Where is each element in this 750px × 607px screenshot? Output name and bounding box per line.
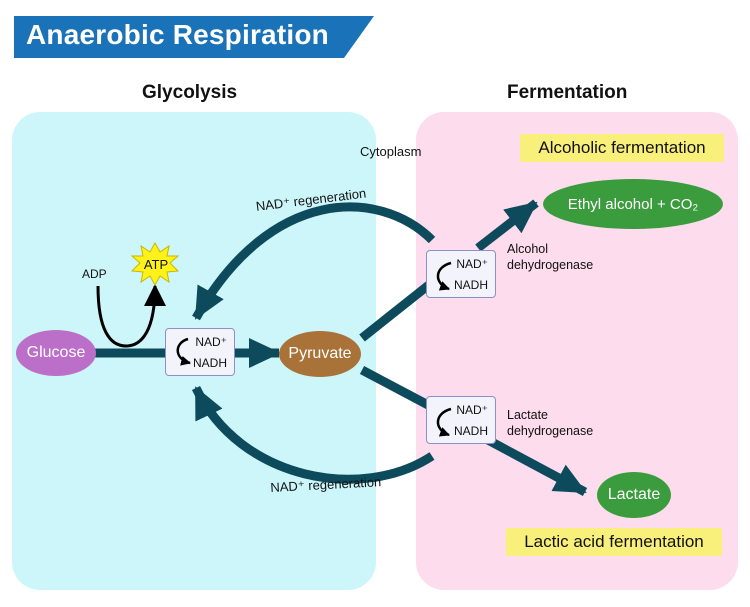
- glucose-node: Glucose: [16, 330, 96, 376]
- alcohol-dehydrogenase-label: Alcohol dehydrogenase: [507, 241, 593, 273]
- alcohol-to-ethanol-arrow: [475, 199, 539, 252]
- ethyl-alcohol-node: Ethyl alcohol + CO₂: [543, 179, 723, 229]
- upper-regeneration-arrow: [192, 202, 436, 321]
- curved-arrow-icon: [436, 407, 452, 437]
- lower-regeneration-arrow: [191, 386, 435, 484]
- alcoholic-fermentation-label: Alcoholic fermentation: [520, 134, 724, 162]
- adp-label: ADP: [82, 267, 107, 281]
- lactate-enzyme-line2: dehydrogenase: [507, 424, 594, 438]
- lactate-nad-box: NAD⁺ NADH: [426, 396, 496, 444]
- title-banner: [14, 16, 374, 58]
- atp-star: [130, 241, 180, 287]
- lactate-dehydrogenase-label: Lactate dehydrogenase: [507, 407, 593, 439]
- fermentation-heading: Fermentation: [507, 82, 628, 103]
- nadh-label: NADH: [453, 424, 488, 438]
- glycolysis-nad-box: NAD⁺ NADH: [165, 328, 235, 376]
- atp-label: ATP: [143, 257, 169, 272]
- alcohol-nad-box: NAD⁺ NADH: [426, 250, 496, 298]
- page-title: Anaerobic Respiration: [26, 19, 329, 50]
- alcohol-enzyme-line2: dehydrogenase: [507, 258, 594, 272]
- lactate-box-to-lactate-arrow: [485, 436, 588, 496]
- lactate-node: Lactate: [597, 472, 671, 518]
- nad-label: NAD⁺: [456, 257, 488, 271]
- cytoplasm-label: Cytoplasm: [360, 144, 422, 159]
- lactate-enzyme-line1: Lactate: [507, 408, 549, 422]
- nadh-label: NADH: [453, 278, 488, 292]
- nad-label: NAD⁺: [456, 403, 488, 417]
- adp-to-atp-arrow: [96, 284, 166, 348]
- lactic-acid-fermentation-label: Lactic acid fermentation: [506, 528, 722, 556]
- pyruvate-to-lactate-arrow: [359, 366, 433, 410]
- nadh-label: NADH: [192, 356, 227, 370]
- alcohol-enzyme-line1: Alcohol: [507, 242, 548, 256]
- curved-arrow-icon: [176, 337, 191, 366]
- glycolysis-heading: Glycolysis: [142, 82, 238, 103]
- pyruvate-node: Pyruvate: [279, 331, 361, 377]
- pyruvate-to-alcohol-arrow: [359, 280, 433, 342]
- nad-label: NAD⁺: [195, 335, 227, 349]
- curved-arrow-icon: [436, 261, 452, 291]
